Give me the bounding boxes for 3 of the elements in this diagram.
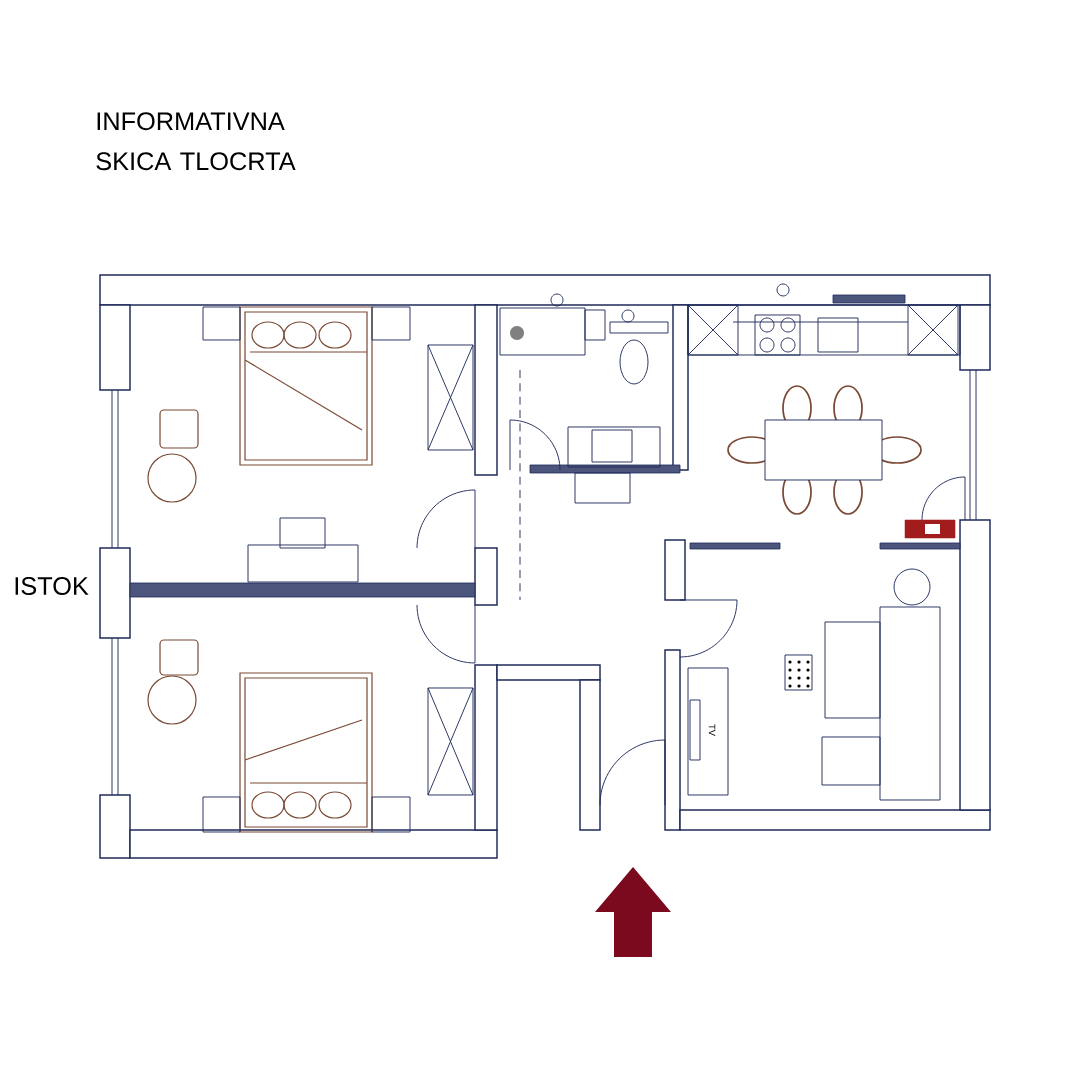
tv-label: TV xyxy=(708,724,716,736)
title: INFORMATIVNA SKICA TLOCRTA xyxy=(96,112,296,171)
direction-label: ISTOK xyxy=(15,577,89,595)
